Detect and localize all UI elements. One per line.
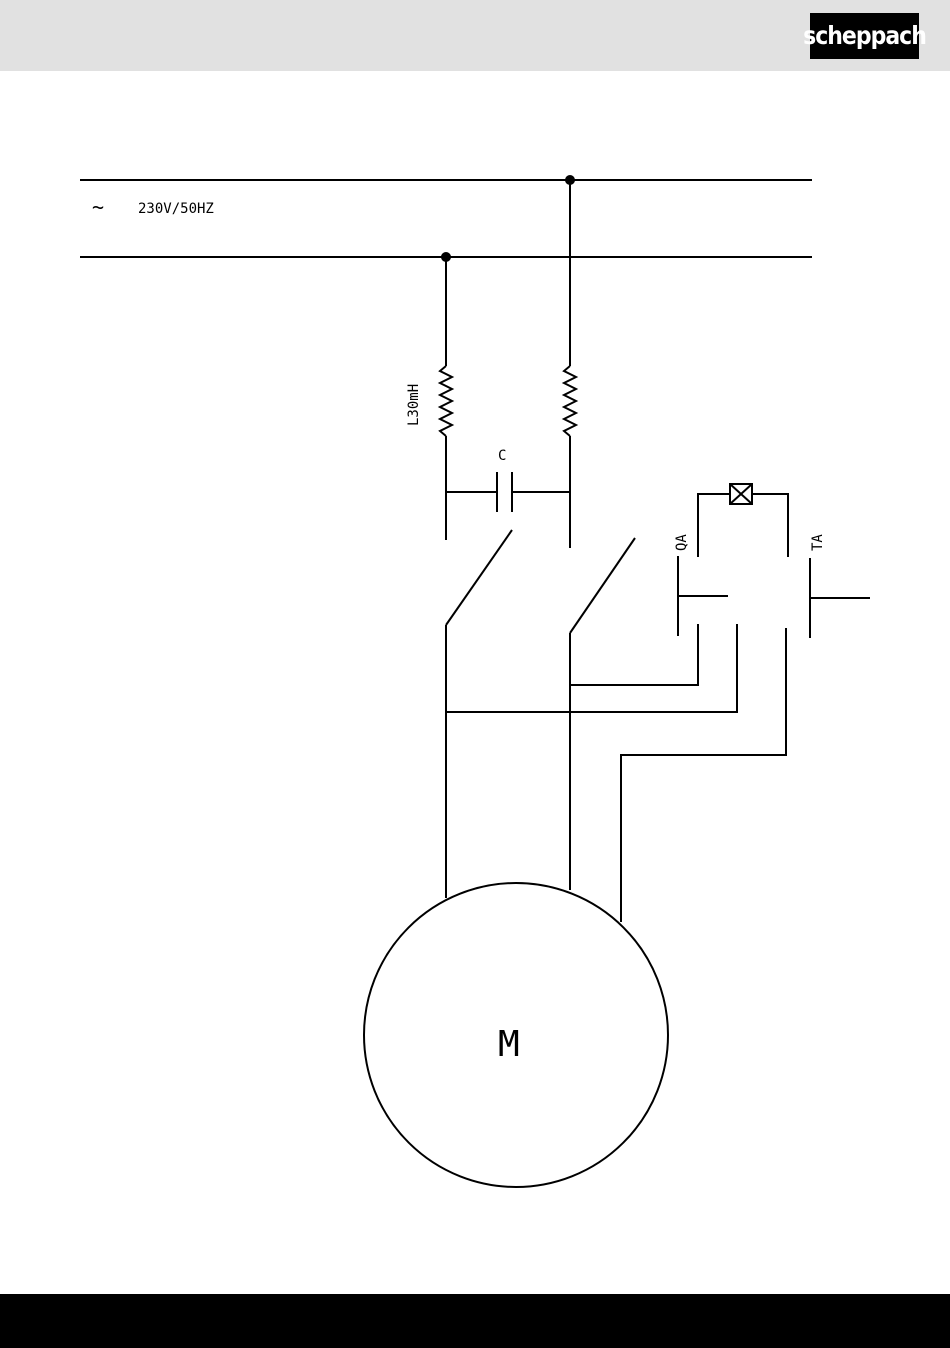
capacitor-label: C — [498, 448, 506, 464]
inductor-right — [564, 366, 576, 436]
inductor-left — [440, 366, 452, 436]
switch-blade-left — [446, 530, 512, 625]
switch-qa-label: QA — [674, 534, 690, 551]
switch-blade-right — [570, 538, 635, 633]
lamp-loop-wire-right — [752, 494, 788, 557]
switch-ta-label: TA — [810, 534, 826, 551]
inductor-label: L30mH — [406, 384, 422, 426]
control-wire-3 — [621, 628, 786, 922]
footer-bar — [0, 1294, 950, 1348]
lamp-loop-wire — [698, 494, 730, 557]
control-wire-2 — [446, 624, 737, 712]
supply-symbol: ~ — [92, 195, 104, 219]
supply-label: 230V/50HZ — [138, 201, 214, 217]
motor-label: M — [498, 1024, 520, 1065]
